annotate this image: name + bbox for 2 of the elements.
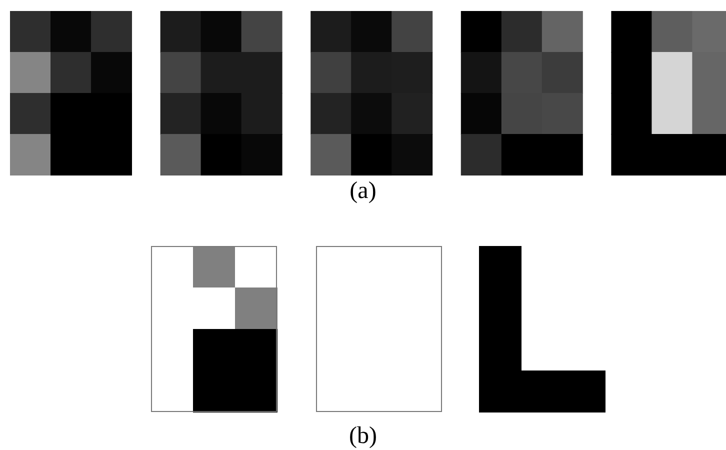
panel-label: (a) bbox=[350, 179, 376, 203]
panel-label: (b) bbox=[349, 424, 377, 448]
